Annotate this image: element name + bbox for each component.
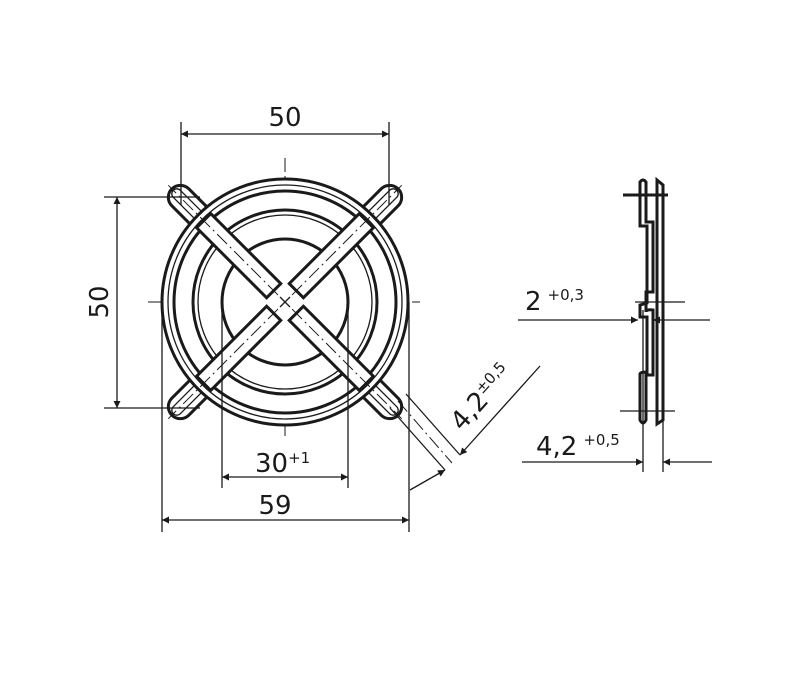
dim-overall-width: 59 — [161, 302, 410, 532]
cross-bars — [167, 184, 403, 420]
dim-thickness-tolerance: +0,3 — [548, 286, 584, 304]
dim-inner-value: 30 — [255, 449, 288, 479]
svg-text:4,2+0,5: 4,2 +0,5 — [536, 431, 620, 462]
dim-top-width: 50 — [180, 103, 390, 205]
side-view: 2 +0,3 4,2 +0,5 — [518, 176, 712, 472]
arm-centerline — [291, 184, 403, 296]
arm-centerline — [167, 184, 279, 296]
front-view — [148, 158, 420, 440]
svg-text:4,2±0,5: 4,2±0,5 — [444, 358, 519, 437]
arm-centerline — [167, 308, 279, 420]
dim-arm-tolerance: ±0,5 — [472, 358, 510, 397]
dim-inner-tolerance: +1 — [288, 449, 310, 467]
dim-thickness-value: 2 — [525, 287, 542, 317]
dim-left-height: 50 — [85, 196, 200, 409]
dim-overall-width-label: 59 — [258, 491, 291, 521]
arm-centerline — [291, 308, 403, 420]
dim-depth-tolerance: +0,5 — [583, 431, 619, 449]
svg-text:30+1: 30+1 — [255, 449, 310, 479]
dim-depth-value: 4,2 — [536, 432, 577, 462]
dim-arm-width: 4,2±0,5 — [389, 358, 541, 491]
dim-left-height-label: 50 — [85, 285, 115, 318]
dim-inner-diameter: 30+1 — [221, 302, 349, 488]
dim-top-width-label: 50 — [268, 103, 301, 133]
svg-text:2+0,3: 2 +0,3 — [525, 286, 584, 317]
